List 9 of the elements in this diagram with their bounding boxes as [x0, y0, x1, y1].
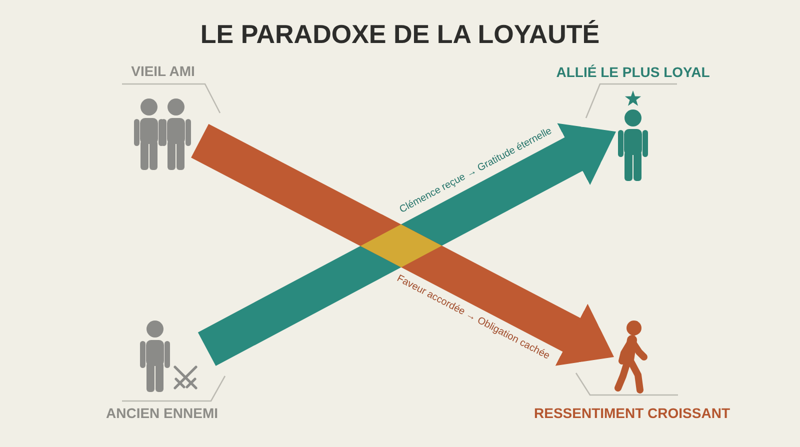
figure-label: RESSENTIMENT CROISSANT	[534, 405, 730, 421]
two-people-icon	[134, 98, 191, 170]
person-with-swords-icon	[140, 320, 198, 392]
figure-label: VIEIL AMI	[131, 63, 195, 79]
figure-label: ALLIÉ LE PLUS LOYAL	[556, 64, 710, 80]
walking-person-icon	[614, 320, 648, 394]
diagram-title: LE PARADOXE DE LA LOYAUTÉ	[200, 19, 600, 49]
figure-label: ANCIEN ENNEMI	[106, 405, 218, 421]
person-with-star-icon	[616, 90, 650, 181]
